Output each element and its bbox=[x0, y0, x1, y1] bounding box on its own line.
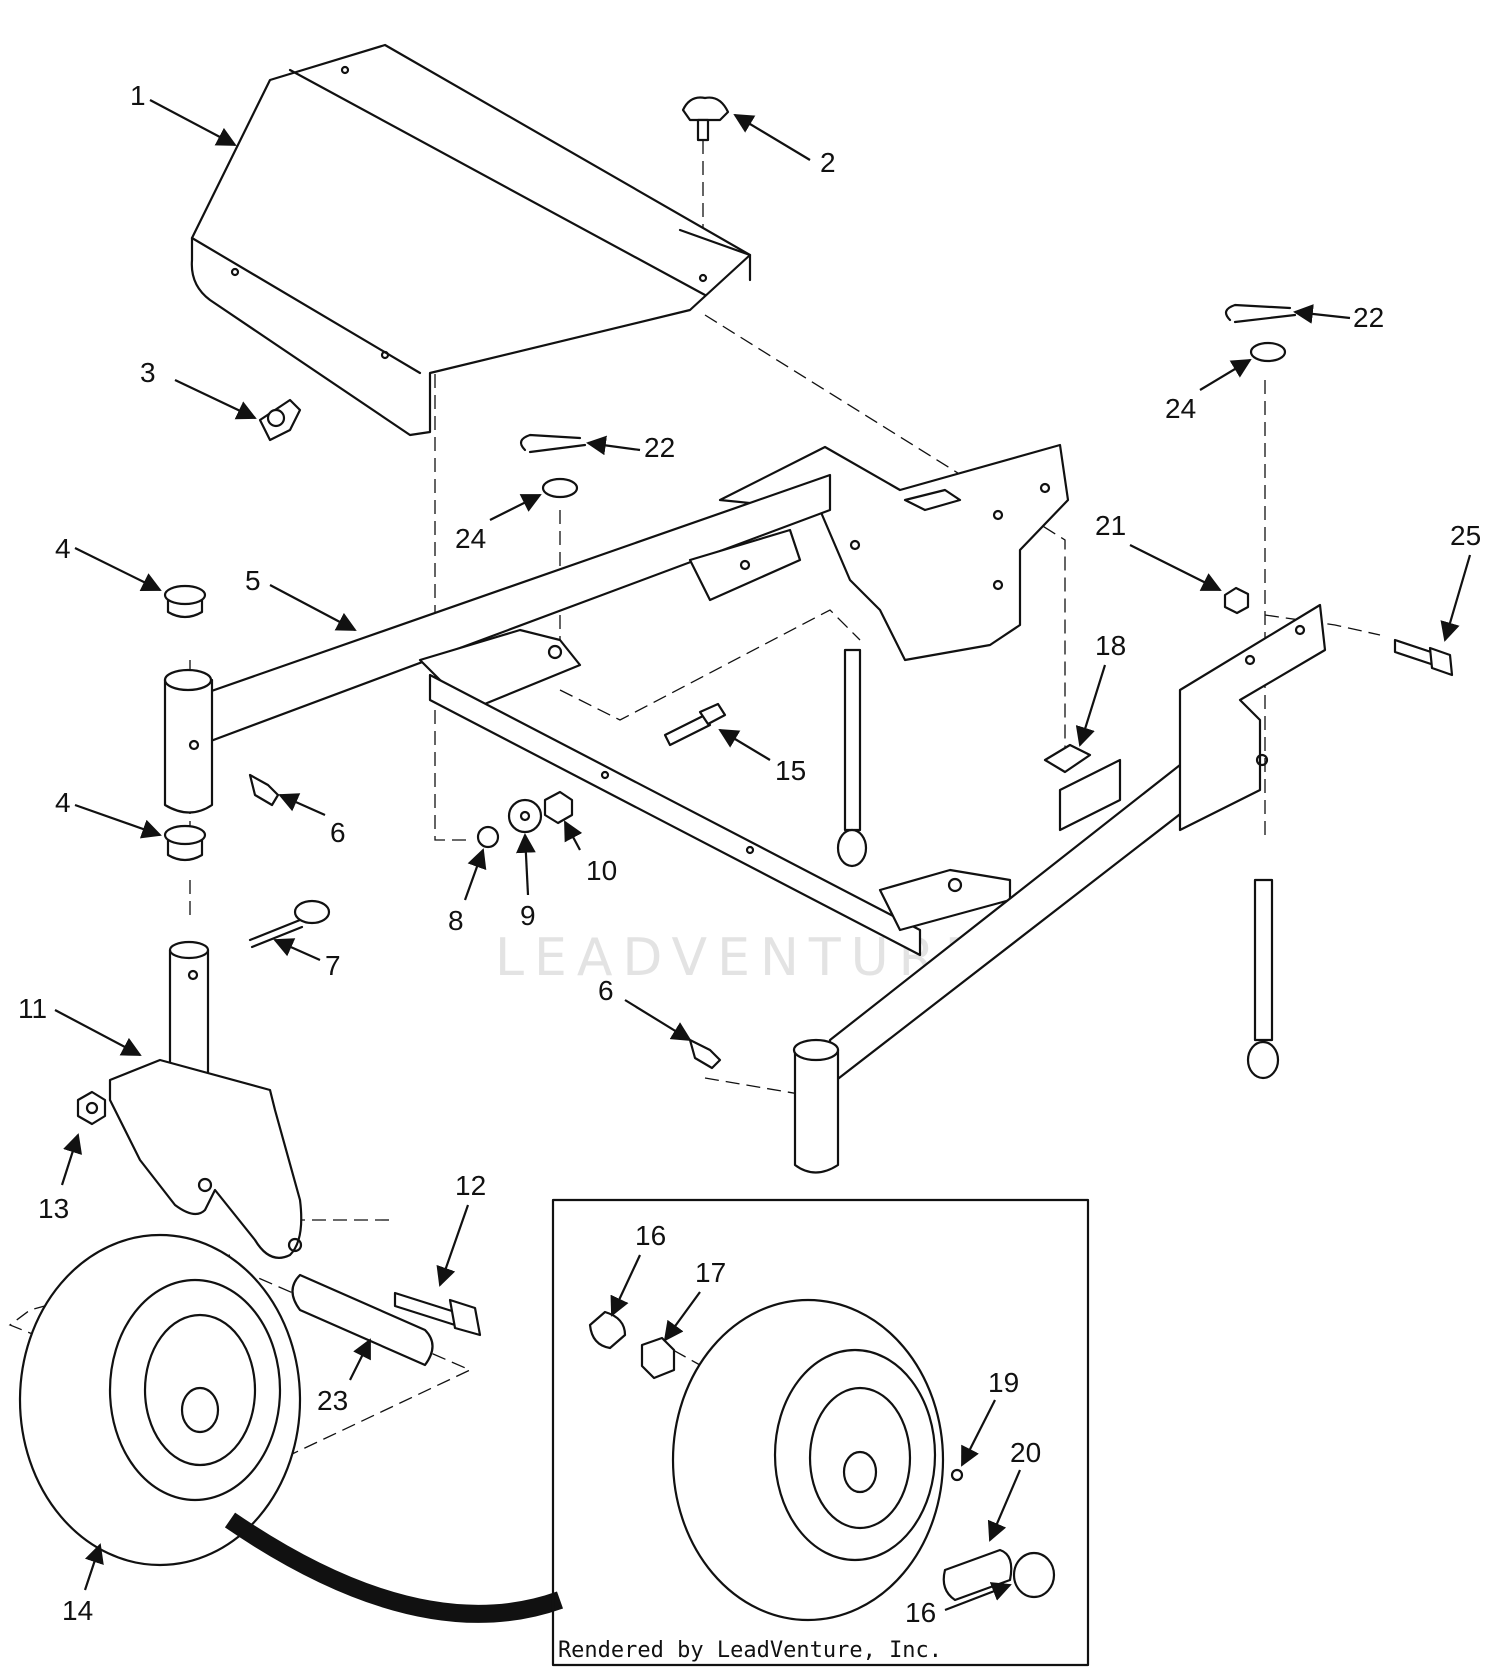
bolt-15 bbox=[663, 702, 727, 747]
callout-9: 9 bbox=[520, 900, 536, 931]
hardware-washers-nut bbox=[476, 790, 574, 849]
callout-16-lower: 16 bbox=[905, 1597, 936, 1628]
callout-21: 21 bbox=[1095, 510, 1126, 541]
callout-3: 3 bbox=[140, 357, 156, 388]
grease-fittings bbox=[248, 773, 722, 1070]
callout-4-top: 4 bbox=[55, 533, 71, 564]
callout-19: 19 bbox=[988, 1367, 1019, 1398]
callout-12: 12 bbox=[455, 1170, 486, 1201]
callout-11: 11 bbox=[18, 993, 47, 1024]
deflector-shield bbox=[190, 43, 752, 437]
callout-7: 7 bbox=[325, 950, 341, 981]
pivot-tubes bbox=[163, 668, 840, 1174]
callout-14: 14 bbox=[62, 1595, 93, 1626]
callout-23: 23 bbox=[317, 1385, 348, 1416]
caster-fork bbox=[108, 940, 303, 1259]
callout-8: 8 bbox=[448, 905, 464, 936]
knob-screw-top bbox=[681, 96, 730, 142]
callout-6-lower: 6 bbox=[598, 975, 614, 1006]
callout-13: 13 bbox=[38, 1193, 69, 1224]
callout-24-right: 24 bbox=[1165, 393, 1196, 424]
callout-1: 1 bbox=[130, 80, 146, 111]
callout-10: 10 bbox=[586, 855, 617, 886]
nut-bolt-21-25 bbox=[1223, 586, 1454, 677]
wing-knob-side bbox=[258, 398, 302, 442]
callout-17: 17 bbox=[695, 1257, 726, 1288]
callout-20: 20 bbox=[1010, 1437, 1041, 1468]
callout-4-bottom: 4 bbox=[55, 787, 71, 818]
callout-5: 5 bbox=[245, 565, 261, 596]
caster-arm-frame bbox=[198, 473, 1327, 1087]
height-adjust-rods bbox=[836, 648, 1280, 1080]
lynch-pin bbox=[248, 899, 331, 949]
caster-wheel bbox=[18, 1233, 564, 1623]
callout-18: 18 bbox=[1095, 630, 1126, 661]
assembly-lines bbox=[8, 140, 1381, 1456]
callout-labels: 1 2 3 4 5 4 6 7 8 9 10 11 12 13 14 15 6 … bbox=[18, 80, 1481, 1628]
credit-text: Rendered by LeadVenture, Inc. bbox=[557, 1638, 943, 1663]
callout-15: 15 bbox=[775, 755, 806, 786]
callout-2: 2 bbox=[820, 147, 836, 178]
flange-bushings bbox=[163, 584, 207, 862]
callout-16-upper: 16 bbox=[635, 1220, 666, 1251]
axle-bolt-spacer bbox=[291, 1273, 482, 1367]
clip-nut-18 bbox=[1043, 743, 1092, 774]
lock-nut-13 bbox=[76, 1090, 107, 1126]
hairpin-clips-washers bbox=[519, 303, 1297, 499]
callout-6-upper: 6 bbox=[330, 817, 346, 848]
callout-25: 25 bbox=[1450, 520, 1481, 551]
callout-24-center: 24 bbox=[455, 523, 486, 554]
wheel-detail-inset bbox=[551, 1198, 1090, 1667]
callout-22-right: 22 bbox=[1353, 302, 1384, 333]
callout-22-center: 22 bbox=[644, 432, 675, 463]
